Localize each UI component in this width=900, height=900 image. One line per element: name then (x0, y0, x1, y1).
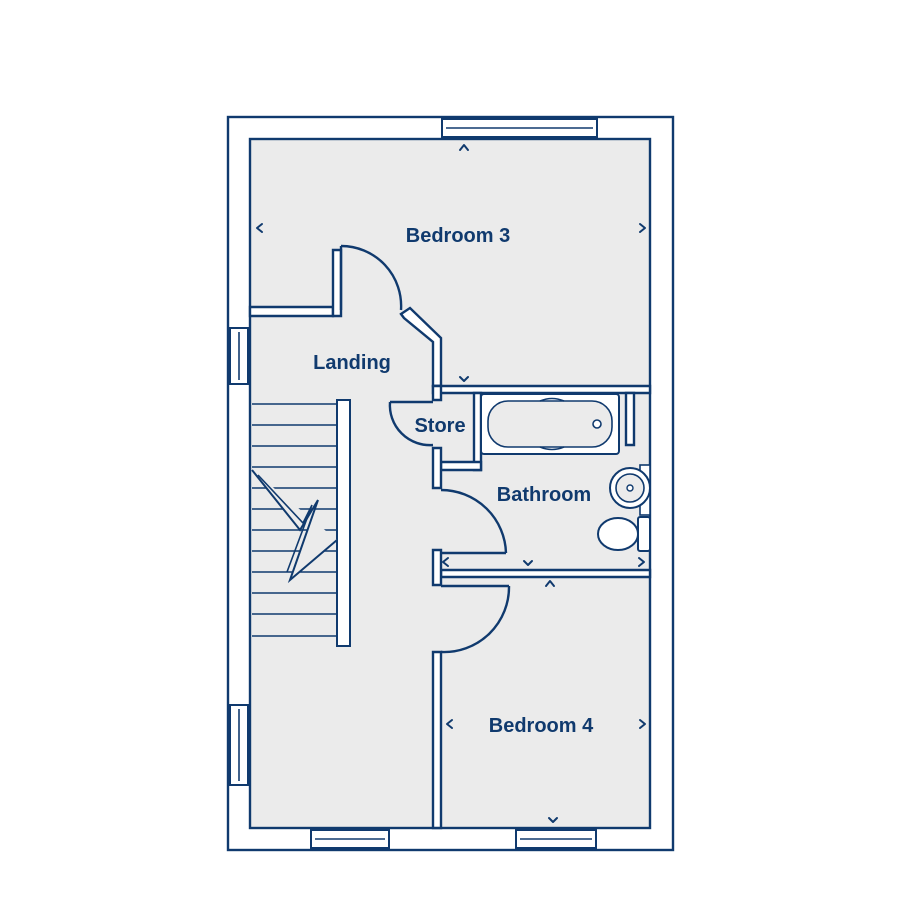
window-icon (229, 327, 249, 385)
window-icon (515, 829, 597, 849)
interior-floor (248, 137, 652, 830)
window-icon (310, 829, 390, 849)
room-label-bathroom: Bathroom (497, 484, 591, 506)
room-label-bedroom-4: Bedroom 4 (489, 715, 594, 737)
window-icon (229, 704, 249, 786)
stairs-icon (251, 399, 351, 647)
interior-walls (248, 248, 652, 830)
room-label-store: Store (414, 415, 465, 437)
bath-icon (480, 393, 620, 455)
toilet-icon (597, 516, 651, 552)
room-label-landing: Landing (313, 352, 391, 374)
room-label-bedroom-3: Bedroom 3 (406, 225, 510, 247)
door-swing-icon (440, 488, 508, 555)
sink-icon (609, 464, 651, 516)
door-swing-icon (339, 244, 403, 311)
door-swing-icon (388, 400, 434, 447)
door-swing-icon (440, 584, 511, 654)
window-icon (441, 118, 598, 138)
chevron-icon (256, 144, 646, 823)
